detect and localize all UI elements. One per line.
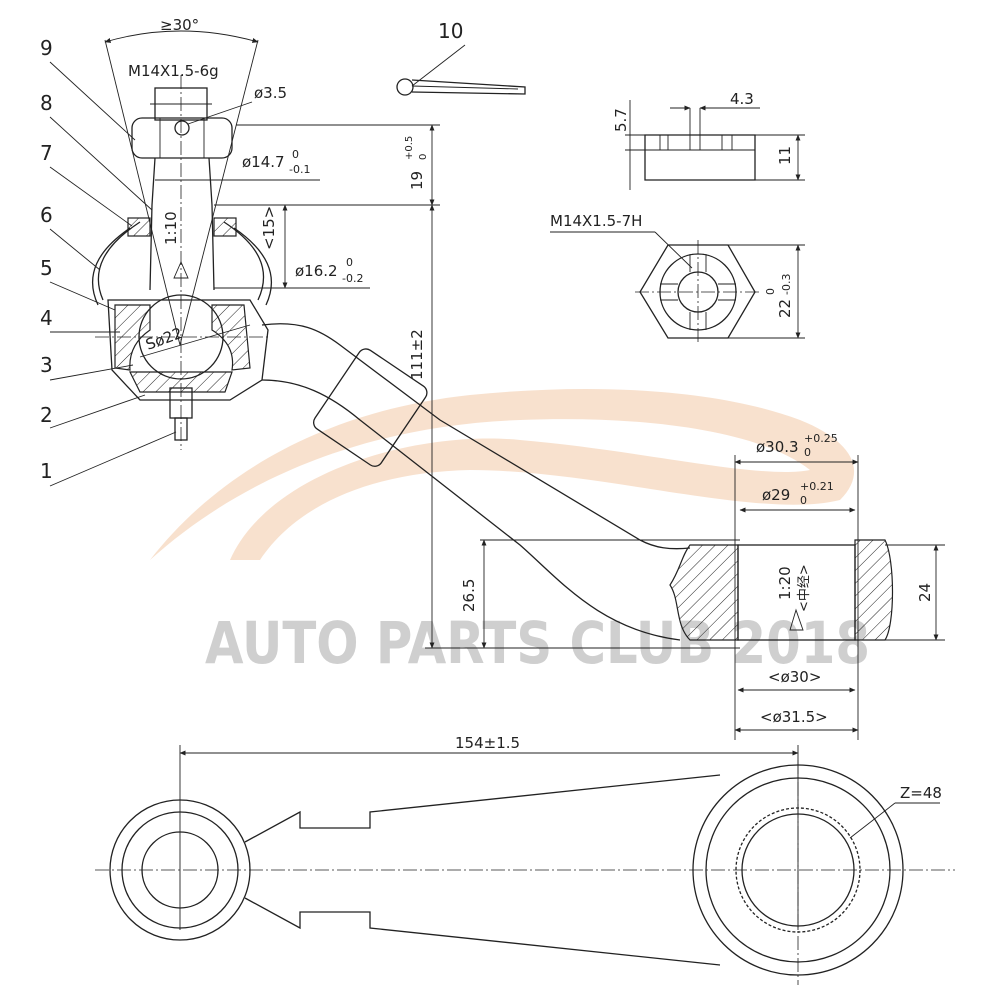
nut-22-upper: 0 [764, 288, 777, 295]
callout-1: 1 [40, 459, 53, 483]
cotter-pin: 10 [396, 19, 526, 96]
len-154-label: 154±1.5 [455, 734, 520, 752]
angle-label: ≥30° [160, 16, 199, 34]
d30-3-upper: +0.25 [804, 432, 838, 445]
watermark: AUTO PARTS CLUB 2018 [150, 388, 870, 677]
h24-label: 24 [916, 583, 934, 602]
d14-7-label: ø14.7 [242, 153, 285, 171]
watermark-logo [150, 388, 855, 560]
h26-5-label: 26.5 [460, 579, 478, 612]
d29-label: ø29 [762, 486, 790, 504]
d16-2-tol: -0.2 [342, 272, 363, 285]
len-15-label: <15> [260, 206, 278, 250]
nut-22-tol: -0.3 [780, 274, 793, 295]
pitman-arm-plan: 154±1.5 Z=48 [95, 734, 955, 985]
h19-upper: +0.5 [404, 136, 415, 160]
spline-hub-section: 1:20 <中经> ø30.3 +0.25 0 ø29 +0.21 0 24 <… [669, 432, 945, 740]
d14-7-upper: 0 [292, 148, 299, 161]
h111-label: 111±2 [408, 329, 426, 380]
h19-label: 19 [408, 171, 426, 190]
taper-1-10-text: 1:10 [162, 211, 180, 245]
d30-label: <ø30> [768, 668, 821, 686]
pin-hole-label: ø3.5 [254, 84, 287, 102]
d29-lower: 0 [800, 494, 807, 507]
callout-3: 3 [40, 353, 53, 377]
d14-7-tol: -0.1 [289, 163, 310, 176]
nut-11-label: 11 [776, 146, 794, 165]
nut-22-label: 22 [776, 299, 794, 318]
castle-nut-side: 4.3 5.7 11 [612, 90, 805, 190]
callout-4: 4 [40, 306, 53, 330]
callout-9: 9 [40, 36, 53, 60]
callout-8: 8 [40, 91, 53, 115]
d31-5-label: <ø31.5> [760, 708, 828, 726]
castle-nut-top: M14X1.5-7H 22 0 -0.3 [550, 212, 805, 345]
ball-joint-dimensions: ≥30° M14X1.5-6g ø3.5 ø14.7 0 -0.1 <15> ø… [128, 16, 740, 649]
callout-6: 6 [40, 203, 53, 227]
watermark-text: AUTO PARTS CLUB 2018 [205, 609, 870, 677]
d16-2-upper: 0 [346, 256, 353, 269]
nut-thread-label: M14X1.5-7H [550, 212, 642, 230]
callouts: 9 8 7 6 5 4 3 2 1 [40, 36, 177, 487]
d16-2-label: ø16.2 [295, 262, 338, 280]
mid-diam-text: <中经> [797, 564, 812, 612]
taper-1-20-text: 1:20 [776, 566, 794, 600]
d30-3-lower: 0 [804, 446, 811, 459]
callout-5: 5 [40, 256, 53, 280]
stud-thread-label: M14X1.5-6g [128, 62, 219, 80]
d30-3-label: ø30.3 [756, 438, 799, 456]
nut-4-3-label: 4.3 [730, 90, 754, 108]
h19-lower: 0 [418, 154, 429, 160]
spline-label: Z=48 [900, 784, 942, 802]
d29-upper: +0.21 [800, 480, 834, 493]
callout-7: 7 [40, 141, 53, 165]
callout-10: 10 [438, 19, 463, 43]
nut-5-7-label: 5.7 [612, 108, 630, 132]
callout-2: 2 [40, 403, 53, 427]
